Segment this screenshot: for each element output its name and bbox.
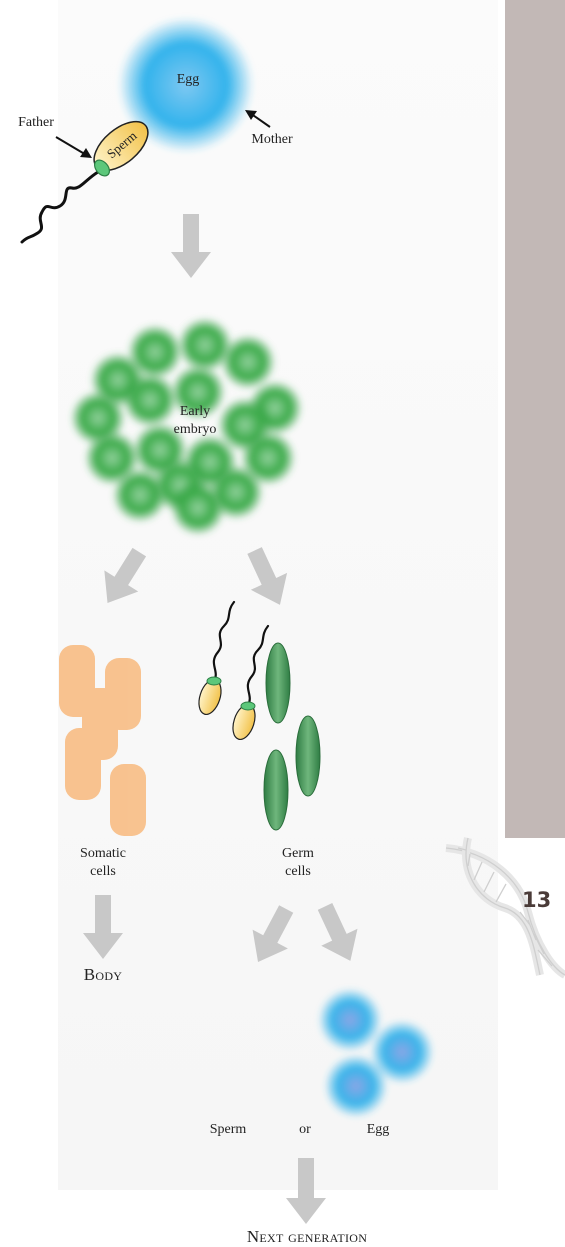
flow-arrow-egg-to-embryo (171, 214, 211, 278)
flow-arrow-embryo-to-somatic (91, 542, 157, 614)
sperm-bottom-1 (195, 602, 234, 717)
page-number: 13 (522, 888, 551, 912)
flow-arrow-embryo-to-germ (236, 542, 298, 613)
somatic-cells-label-line2: cells (68, 863, 138, 881)
egg-bottom-label: Egg (358, 1121, 398, 1139)
flow-arrow-germ-to-egg (307, 898, 369, 969)
flow-arrow-somatic-to-body (83, 895, 123, 959)
body-label: Body (72, 966, 134, 984)
sperm-bottom-label: Sperm (198, 1121, 258, 1139)
flow-arrow-to-next-generation (286, 1158, 326, 1224)
early-embryo-label-line1: Early (165, 403, 225, 421)
mother-pointer-arrow (245, 110, 270, 127)
father-pointer-arrow (56, 137, 92, 158)
somatic-cells-label: Somatic cells (68, 845, 138, 881)
germ-cells-label: Germ cells (268, 845, 328, 881)
somatic-cells (59, 645, 146, 836)
father-label: Father (8, 114, 64, 132)
germ-cells (264, 643, 320, 830)
egg-top-label: Egg (167, 71, 209, 89)
eggs-bottom (318, 988, 434, 1118)
germ-cells-label-line2: cells (268, 863, 328, 881)
somatic-cells-label-line1: Somatic (68, 845, 138, 863)
early-embryo-label-line2: embryo (165, 421, 225, 439)
flow-arrow-germ-to-sperm (240, 900, 303, 972)
mother-label: Mother (241, 131, 303, 149)
or-label: or (290, 1121, 320, 1139)
next-generation-label: Next generation (232, 1228, 382, 1246)
early-embryo-label: Early embryo (165, 403, 225, 439)
germ-cells-label-line1: Germ (268, 845, 328, 863)
sperm-bottom-2 (229, 626, 268, 742)
